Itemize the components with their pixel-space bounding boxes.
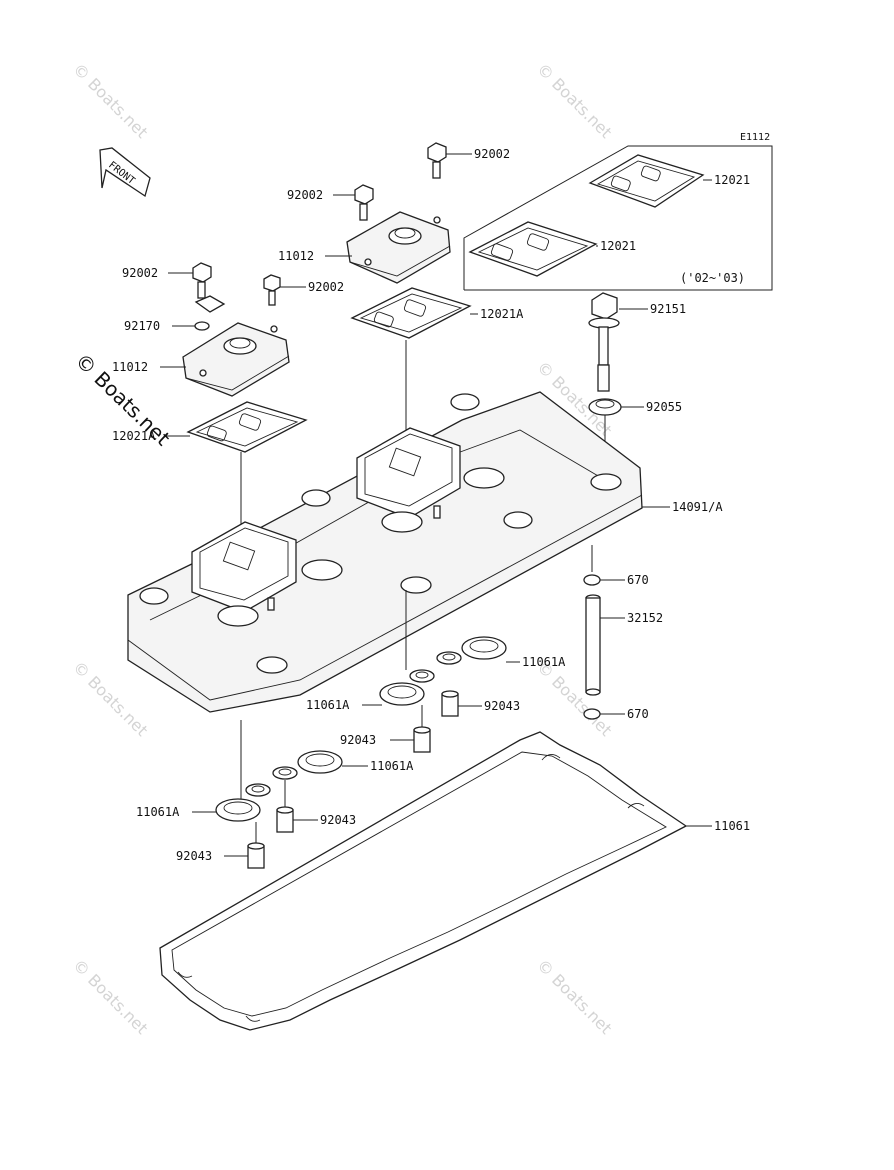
bolt-92002-left-upper xyxy=(354,184,374,221)
label-11012-lower: 11012 xyxy=(112,360,148,374)
variant-box: ('02~'03) xyxy=(463,145,773,291)
seal-11061A-left-large-lower xyxy=(215,798,261,822)
seal-11061A-center-small xyxy=(409,669,435,683)
gasket-11061 xyxy=(159,731,688,1031)
dowel-92043-d xyxy=(247,842,265,869)
seal-11061A-center-large xyxy=(379,682,425,706)
label-32152: 32152 xyxy=(627,611,663,625)
cylinder-head-cover-14091 xyxy=(127,391,643,713)
seal-11061A-left-small-lower xyxy=(245,783,271,797)
pipe-32152 xyxy=(585,594,601,696)
cap-11012-upper xyxy=(346,211,451,284)
label-14091: 14091/A xyxy=(672,500,723,514)
diagram-code: E1112 xyxy=(740,132,770,143)
gasket-12021-box-lower xyxy=(468,221,598,277)
label-92043-c: 92043 xyxy=(320,813,356,827)
label-12021-box-lower: 12021 xyxy=(600,239,636,253)
label-92002-mid: 92002 xyxy=(308,280,344,294)
variant-note: ('02~'03) xyxy=(680,271,745,285)
cap-11012-lower xyxy=(182,322,290,397)
oring-670-upper xyxy=(583,574,601,586)
seal-11061A-left-small-upper xyxy=(272,766,298,780)
watermark-5: © Boats.net xyxy=(533,657,615,739)
dowel-92043-a xyxy=(441,690,459,717)
bolt-92002-left xyxy=(192,262,212,299)
label-670-lower: 670 xyxy=(627,707,649,721)
watermark-7: © Boats.net xyxy=(533,955,615,1037)
watermark-4: © Boats.net xyxy=(69,657,151,739)
gasket-12021-box-upper xyxy=(588,154,705,208)
label-11061A-left-lower: 11061A xyxy=(136,805,180,819)
label-12021A-right: 12021A xyxy=(480,307,524,321)
seal-11061A-left-large-upper xyxy=(297,750,343,774)
label-92043-b: 92043 xyxy=(340,733,376,747)
seal-11061A-right-small xyxy=(436,651,462,665)
label-12021-box-upper: 12021 xyxy=(714,173,750,187)
label-670-upper: 670 xyxy=(627,573,649,587)
oring-670-lower xyxy=(583,708,601,720)
label-92043-d: 92043 xyxy=(176,849,212,863)
label-12021A-left: 12021A xyxy=(112,429,156,443)
label-11012-upper: 11012 xyxy=(278,249,314,263)
seal-11061A-right-large xyxy=(461,636,507,660)
bolt-92151 xyxy=(588,292,620,392)
label-92055: 92055 xyxy=(646,400,682,414)
bolt-92002-top xyxy=(427,142,447,179)
watermark-1: © Boats.net xyxy=(69,59,151,141)
washer-92055 xyxy=(588,398,622,416)
gasket-12021A-left xyxy=(186,401,308,453)
gasket-12021A-right xyxy=(350,287,472,339)
front-arrow-icon: FRONT xyxy=(99,147,151,198)
plate-92170 xyxy=(194,295,226,331)
label-11061: 11061 xyxy=(714,819,750,833)
label-11061A-right-upper: 11061A xyxy=(522,655,566,669)
label-92002-left: 92002 xyxy=(122,266,158,280)
dowel-92043-b xyxy=(413,726,431,753)
watermark-2: © Boats.net xyxy=(533,59,615,141)
label-92002-top: 92002 xyxy=(474,147,510,161)
bolt-92002-mid xyxy=(263,274,281,306)
label-11061A-left-upper: 11061A xyxy=(370,759,414,773)
label-92043-a: 92043 xyxy=(484,699,520,713)
watermark-6: © Boats.net xyxy=(69,955,151,1037)
label-11061A-center: 11061A xyxy=(306,698,350,712)
dowel-92043-c xyxy=(276,806,294,833)
label-92002-left-upper: 92002 xyxy=(287,188,323,202)
label-92151: 92151 xyxy=(650,302,686,316)
label-92170: 92170 xyxy=(124,319,160,333)
